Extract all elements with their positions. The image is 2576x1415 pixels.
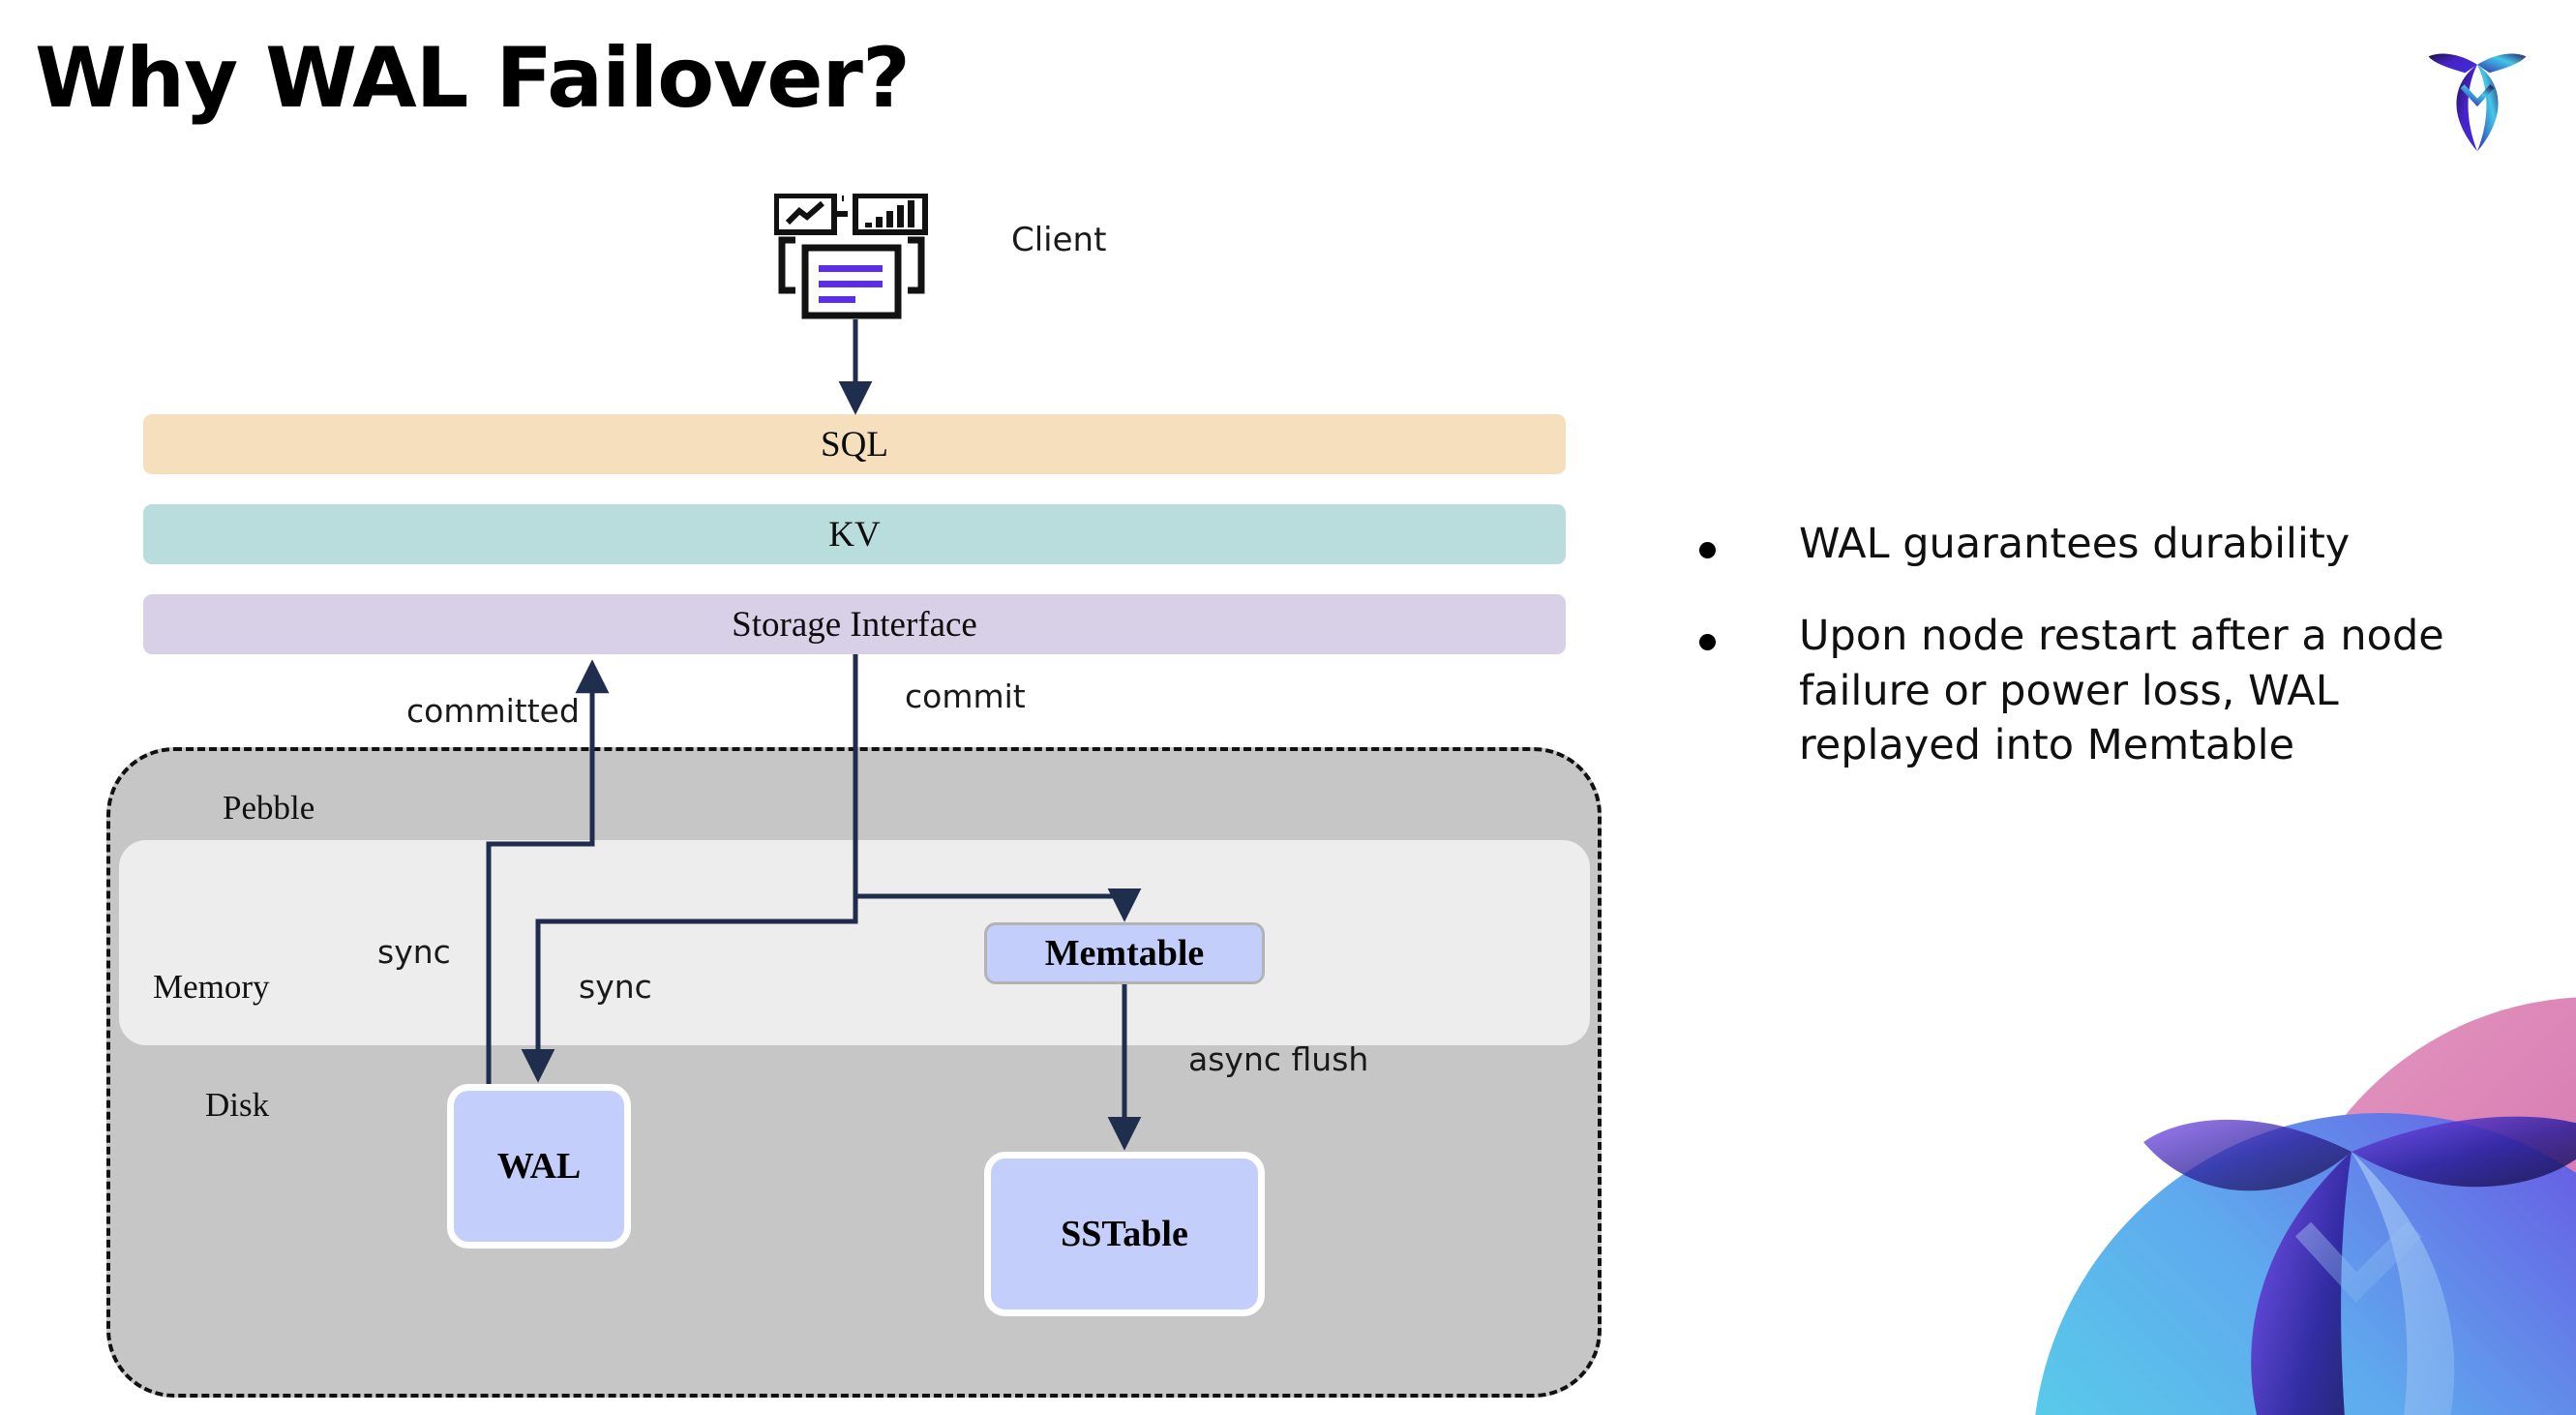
disk-label: Disk <box>205 1086 270 1124</box>
layer-bar-sql: SQL <box>143 414 1566 474</box>
layer-bar-kv-label: KV <box>828 514 881 555</box>
node-wal: WAL <box>447 1084 631 1249</box>
list-item: WAL guarantees durability <box>1699 517 2522 572</box>
layer-bar-kv: KV <box>143 504 1566 564</box>
pebble-label: Pebble <box>223 789 315 827</box>
cockroach-labs-watermark-icon <box>2035 997 2576 1415</box>
edge-label-sync-1: sync <box>377 933 451 971</box>
node-sstable: SSTable <box>984 1152 1265 1316</box>
memory-region <box>119 840 1590 1045</box>
edge-label-commit: commit <box>905 677 1026 715</box>
cockroach-labs-logo-icon <box>2428 53 2527 152</box>
node-sstable-label: SSTable <box>1061 1214 1188 1254</box>
bullet-list: WAL guarantees durability Upon node rest… <box>1699 517 2522 810</box>
bullet-dot-icon <box>1699 542 1716 558</box>
memory-label: Memory <box>153 968 270 1006</box>
node-memtable-label: Memtable <box>1044 933 1205 974</box>
layer-bar-sql-label: SQL <box>821 424 888 465</box>
client-dashboard-icon <box>774 194 928 319</box>
node-wal-label: WAL <box>496 1146 582 1187</box>
edge-label-sync-2: sync <box>579 968 652 1006</box>
bullet-text: WAL guarantees durability <box>1799 520 2351 568</box>
edge-label-async-flush: async flush <box>1188 1040 1369 1078</box>
layer-bar-storage: Storage Interface <box>143 594 1566 654</box>
edge-label-committed: committed <box>406 692 580 730</box>
bullet-text: Upon node restart after a node failure o… <box>1799 611 2444 770</box>
list-item: Upon node restart after a node failure o… <box>1699 609 2522 773</box>
client-label: Client <box>1011 221 1107 259</box>
bullet-dot-icon <box>1699 633 1716 650</box>
page-title: Why WAL Failover? <box>35 30 911 127</box>
layer-bar-storage-label: Storage Interface <box>732 604 977 645</box>
node-memtable: Memtable <box>984 922 1265 984</box>
